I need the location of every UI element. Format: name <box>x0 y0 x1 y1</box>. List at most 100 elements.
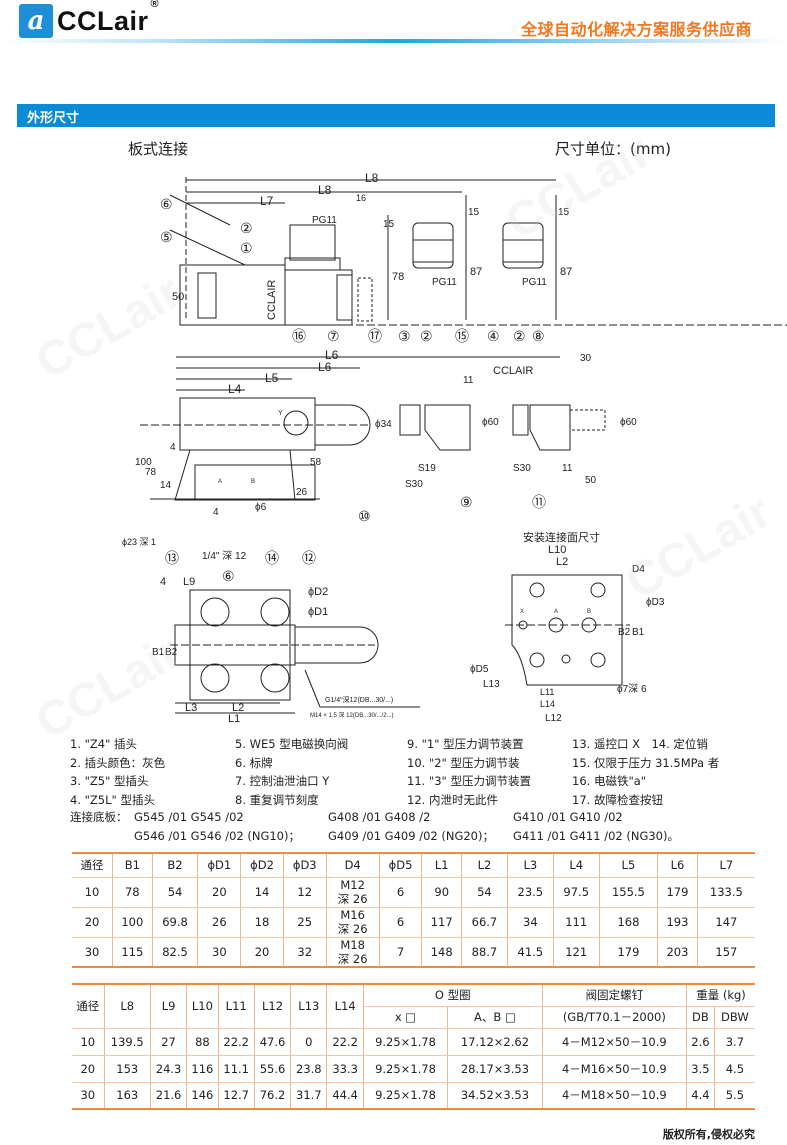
table-cell: 2.6 <box>686 1028 715 1056</box>
column-header: L12 <box>254 984 292 1029</box>
dim-label: 15 <box>558 207 570 218</box>
note: M14 × 1.5 深 12(DB...30/.../2...) <box>310 711 394 719</box>
dim-label: 78 <box>145 467 157 478</box>
base-plate: G410 /01 G410 /02 <box>513 810 623 824</box>
dim-label: 50 <box>585 475 597 486</box>
column-header: L7 <box>697 853 755 878</box>
port-label: A <box>218 479 222 485</box>
table-cell: 55.6 <box>254 1055 292 1083</box>
column-header: L3 <box>507 853 554 878</box>
dim-label: ϕD3 <box>646 597 665 608</box>
dim-label: L9 <box>183 576 195 588</box>
column-header: L9 <box>150 984 188 1029</box>
brand-logo: a CCLair® <box>19 0 159 38</box>
table-cell: 31.7 <box>290 1082 328 1110</box>
column-header: D4 <box>326 853 380 878</box>
table-cell: 179 <box>657 877 698 908</box>
column-subheader: (GB/T70.1－2000) <box>542 1006 688 1029</box>
top-view: L8 L8 L7 16 PG11 15 78 50 CCLAIR 15 87 P… <box>160 171 787 344</box>
dim-label: L8 <box>365 171 379 185</box>
table-cell: 139.5 <box>104 1028 151 1056</box>
column-header: L13 <box>290 984 328 1029</box>
dim-label: L6 <box>318 360 332 374</box>
table-cell: 121 <box>553 937 600 968</box>
legend-item: 11. "3" 型压力调节装置 <box>407 774 531 788</box>
column-header: L11 <box>218 984 255 1029</box>
dim-label: B1 <box>632 627 645 638</box>
table-cell: 78 <box>112 877 153 908</box>
dim-label: S19 <box>418 463 436 474</box>
dim-label: B1 <box>152 647 165 658</box>
copyright: 版权所有,侵权必究 <box>662 1128 755 1141</box>
callout: ⑧ <box>532 328 545 344</box>
table-cell: 9.25×1.78 <box>363 1082 449 1110</box>
table-cell: 23.5 <box>507 877 554 908</box>
table-cell: 12 <box>283 877 327 908</box>
table-cell: 20 <box>240 937 284 968</box>
dim-label: L11 <box>540 687 554 697</box>
dim-label: L5 <box>265 371 279 385</box>
legend-item: 8. 重复调节刻度 <box>235 792 319 807</box>
dim-label: 26 <box>296 487 308 498</box>
mounting-face-view: 安装连接面尺寸 L10 L2 D4 ϕD3 X A B B2 B1 ϕD5 L1… <box>470 530 665 724</box>
slogan: 全球自动化解决方案服务供应商 <box>520 20 752 39</box>
dim-label: L13 <box>483 679 500 690</box>
callout: ② <box>513 328 526 344</box>
table-cell: M16 深 26 <box>326 907 380 938</box>
table-cell: 22.2 <box>218 1028 255 1056</box>
table-cell: 12.7 <box>218 1082 255 1110</box>
dim-label: PG11 <box>522 277 547 288</box>
table-cell: 117 <box>421 907 462 938</box>
table-cell: 4－M16×50－10.9 <box>542 1055 688 1083</box>
table-cell: 168 <box>599 907 659 938</box>
table-cell: 21.6 <box>150 1082 188 1110</box>
table-cell: M12 深 26 <box>326 877 380 908</box>
dim-label: ϕ7深 6 <box>617 683 647 695</box>
dim-label: PG11 <box>432 277 457 288</box>
dim-label: L2 <box>232 702 244 714</box>
table-cell: 3.7 <box>714 1028 755 1056</box>
dim-label: S30 <box>405 479 423 490</box>
port-label: A <box>554 609 558 615</box>
table-cell: 6 <box>379 907 423 938</box>
port-label: B <box>251 479 255 485</box>
base-plates-label: 连接底板： <box>70 810 128 824</box>
table-cell: 179 <box>599 937 659 968</box>
column-header: L5 <box>599 853 659 878</box>
table-cell: 88 <box>186 1028 219 1056</box>
plan-view: 4 L9 ϕD2 ϕD1 B1 B2 L3 L2 L1 G1/4"深12(DB.… <box>152 568 420 725</box>
table-cell: 44.4 <box>326 1082 364 1110</box>
table-cell: 10 <box>72 1028 105 1056</box>
legend-item: 16. 电磁铁"a" <box>572 774 647 788</box>
callout: ⑤ <box>160 229 173 245</box>
table-cell: 10 <box>72 877 114 908</box>
column-header: ϕD1 <box>197 853 242 878</box>
legend-item: 13. 遥控口 X 14. 定位销 <box>572 737 708 751</box>
base-plate: G408 /01 G408 /2 <box>328 810 431 824</box>
callout: ② <box>240 220 253 236</box>
header-divider <box>0 39 787 43</box>
table-cell: 203 <box>657 937 698 968</box>
dim-label: ϕD5 <box>470 664 489 675</box>
table-cell: 4.4 <box>686 1082 715 1110</box>
table-cell: 163 <box>104 1082 151 1110</box>
callout: ⑥ <box>160 196 173 212</box>
table-cell: 30 <box>197 937 242 968</box>
port-label: B <box>587 609 591 615</box>
dim-label: 87 <box>560 266 572 278</box>
section-title: 外形尺寸 <box>17 104 775 127</box>
table-cell: 47.6 <box>254 1028 292 1056</box>
column-header: B2 <box>152 853 199 878</box>
table-cell: 147 <box>697 907 755 938</box>
dim-label: L12 <box>545 713 562 724</box>
table-cell: 34.52×3.53 <box>447 1082 543 1110</box>
callout: ③ <box>398 328 411 344</box>
table-cell: 41.5 <box>507 937 554 968</box>
table-cell: 11.1 <box>218 1055 255 1083</box>
callout: ⑮ <box>455 328 469 344</box>
table-cell: 9.25×1.78 <box>363 1055 449 1083</box>
